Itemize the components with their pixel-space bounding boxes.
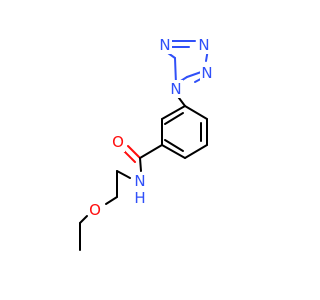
bond bbox=[161, 105, 186, 120]
atom-nh-symbol: N bbox=[134, 172, 145, 190]
bond bbox=[116, 170, 131, 179]
bond bbox=[79, 215, 88, 224]
bond bbox=[105, 196, 118, 205]
atom-nh: N H bbox=[132, 172, 148, 207]
atom-o-ether-symbol: O bbox=[89, 201, 101, 219]
atom-o-carbonyl: O bbox=[111, 133, 125, 152]
atom-n2: N bbox=[200, 64, 214, 83]
atom-n1: N bbox=[169, 80, 183, 98]
bond bbox=[161, 144, 186, 159]
atom-n3-symbol: N bbox=[198, 36, 209, 54]
bond bbox=[184, 144, 208, 159]
molecule-structure: N N N N O N H O bbox=[79, 36, 214, 251]
atom-o-carbonyl-symbol: O bbox=[112, 133, 124, 151]
atom-n2-symbol: N bbox=[201, 64, 212, 82]
bond bbox=[184, 105, 208, 120]
bond bbox=[139, 157, 142, 172]
atom-n4-symbol: N bbox=[159, 36, 170, 54]
atom-o-ether: O bbox=[88, 201, 102, 219]
atom-labels: N N N N O N H O bbox=[88, 36, 214, 219]
atom-nh-hydrogen: H bbox=[134, 189, 145, 207]
bonds bbox=[79, 40, 211, 251]
atom-n1-symbol: N bbox=[170, 80, 181, 98]
bond bbox=[164, 139, 184, 152]
atom-n4: N bbox=[158, 36, 172, 54]
bond bbox=[139, 144, 163, 159]
atom-n3: N bbox=[197, 36, 211, 54]
bond bbox=[127, 145, 141, 159]
bond bbox=[174, 57, 177, 85]
bond bbox=[164, 112, 184, 125]
